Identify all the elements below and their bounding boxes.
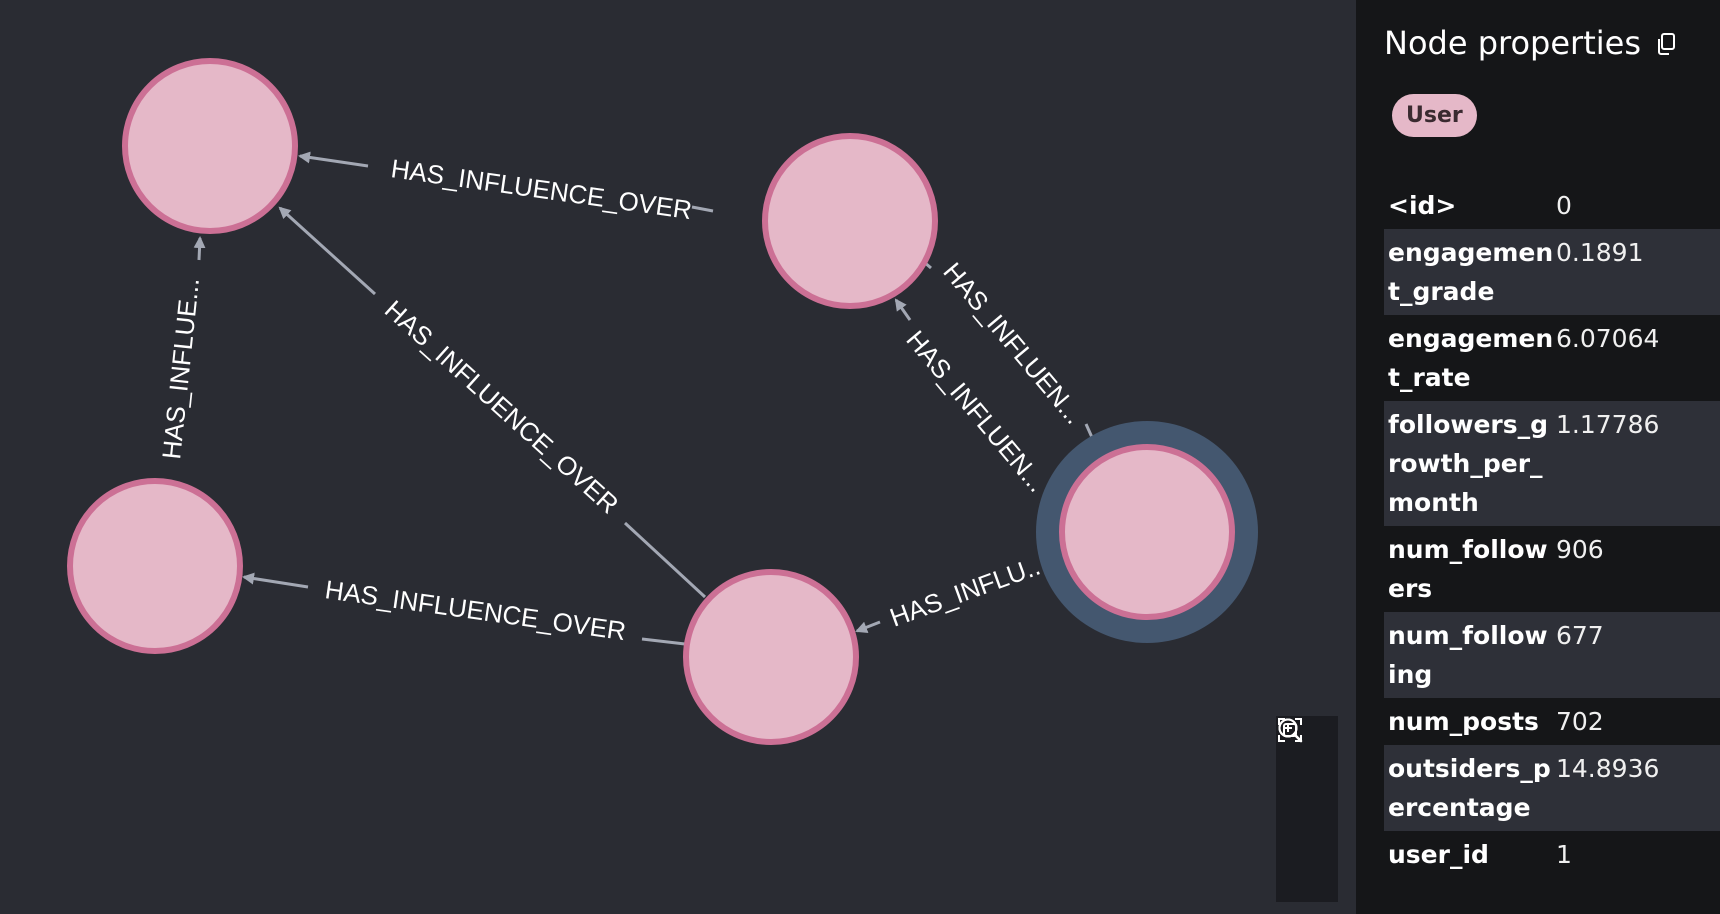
copy-button[interactable] (1655, 26, 1677, 64)
edge-label: HAS_INFLUENCE_OVER (323, 574, 628, 646)
zoom-controls (1276, 716, 1338, 902)
property-key: followers_growth_per_month (1388, 410, 1549, 517)
edge-label: HAS_INFLUE... (156, 276, 205, 460)
edge-label: HAS_INFLU... (886, 548, 1051, 633)
fit-to-screen-button[interactable] (1278, 718, 1329, 893)
copy-icon (1655, 26, 1677, 64)
edge-n5-n3[interactable]: HAS_INFLUENCE_OVER (242, 572, 686, 646)
node-label-chip[interactable]: User (1392, 94, 1477, 137)
property-row: <id> 0 (1384, 182, 1720, 229)
panel-title: Node properties (1384, 24, 1641, 62)
property-row: user_id 1 (1384, 831, 1720, 878)
edge-n3-n1[interactable]: HAS_INFLUE... (156, 236, 206, 476)
graph-node[interactable] (122, 58, 298, 234)
graph-node-selected[interactable] (1059, 444, 1235, 620)
graph-svg[interactable]: HAS_INFLUENCE_OVER HAS_INFLUENCE_OVER HA… (0, 0, 1355, 914)
property-key: <id> (1388, 191, 1457, 220)
property-value: 0 (1556, 191, 1572, 220)
property-value: 702 (1556, 707, 1604, 736)
graph-node[interactable] (67, 478, 243, 654)
property-value: 906 (1556, 535, 1604, 564)
property-value: 1.17786 (1556, 410, 1660, 439)
edge-label: HAS_INFLUENCE_OVER (379, 294, 625, 519)
property-value: 0.1891 (1556, 238, 1644, 267)
edge-n2-n4[interactable]: HAS_INFLUEN... (923, 257, 1101, 455)
properties-table: <id> 0 engagement_grade 0.1891 engagemen… (1384, 182, 1720, 878)
property-value: 677 (1556, 621, 1604, 650)
property-row: followers_growth_per_month 1.17786 (1384, 401, 1720, 526)
edge-n4-n5[interactable]: HAS_INFLU... (855, 548, 1053, 633)
property-key: user_id (1388, 840, 1489, 869)
property-row: engagement_rate 6.07064 (1384, 315, 1720, 401)
graph-node[interactable] (762, 133, 938, 309)
property-row: num_following 677 (1384, 612, 1720, 698)
property-row: num_posts 702 (1384, 698, 1720, 745)
property-row: outsiders_percentage 14.8936 (1384, 745, 1720, 831)
property-key: num_posts (1388, 707, 1539, 736)
graph-node[interactable] (683, 569, 859, 745)
property-value: 6.07064 (1556, 324, 1660, 353)
graph-canvas[interactable]: HAS_INFLUENCE_OVER HAS_INFLUENCE_OVER HA… (0, 0, 1355, 914)
property-key: num_followers (1388, 535, 1548, 603)
property-value: 14.8936 (1556, 754, 1660, 783)
property-row: num_followers 906 (1384, 526, 1720, 612)
node-properties-panel: Node properties User <id> 0 engagement_g… (1356, 0, 1720, 914)
zoom-out-button[interactable] (1278, 718, 1329, 831)
property-key: engagement_rate (1388, 324, 1554, 392)
edge-n2-n1[interactable]: HAS_INFLUENCE_OVER (298, 151, 714, 225)
property-key: num_following (1388, 621, 1548, 689)
panel-header: Node properties (1384, 22, 1677, 64)
edge-label: HAS_INFLUENCE_OVER (389, 153, 694, 225)
property-row: engagement_grade 0.1891 (1384, 229, 1720, 315)
property-value: 1 (1556, 840, 1572, 869)
property-key: outsiders_percentage (1388, 754, 1551, 822)
edge-n5-n1[interactable]: HAS_INFLUENCE_OVER (278, 206, 707, 599)
property-key: engagement_grade (1388, 238, 1554, 306)
